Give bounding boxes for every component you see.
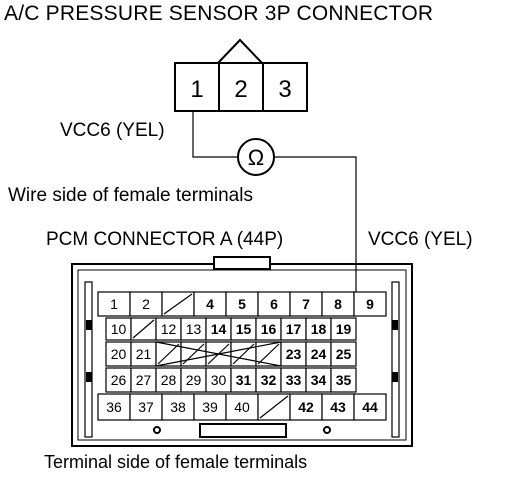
pcm-pin-26: 26: [111, 372, 127, 388]
pcm-pin-23: 23: [286, 346, 302, 362]
pcm-cell: [155, 367, 182, 393]
pcm-cell: [255, 367, 282, 393]
pcm-pin-32: 32: [261, 372, 277, 388]
empty-cavity-mark: [157, 343, 180, 365]
pcm-pin-21: 21: [136, 346, 152, 362]
empty-cavity-mark: [163, 293, 193, 315]
pcm-cell: [353, 291, 387, 317]
empty-cavity-mark: [155, 341, 282, 367]
pcm-cell: [225, 291, 259, 317]
pcm-cell: [205, 367, 232, 393]
pcm-pin-7: 7: [302, 296, 310, 312]
pcm-pin-6: 6: [270, 296, 278, 312]
pcm-pin-13: 13: [186, 321, 202, 337]
pcm-pin-34: 34: [311, 372, 327, 388]
pcm-pin-28: 28: [161, 372, 177, 388]
pcm-pin-38: 38: [170, 399, 186, 415]
pcm-pin-14: 14: [211, 321, 227, 337]
pcm-pin-31: 31: [236, 372, 252, 388]
pcm-pin-37: 37: [138, 399, 154, 415]
pcm-cell: [97, 393, 131, 421]
sensor-connector-housing: [174, 62, 308, 112]
pcm-cell: [289, 291, 323, 317]
pcm-cell: [330, 367, 357, 393]
pcm-pin-20: 20: [111, 346, 127, 362]
sensor-pin-3: 3: [278, 76, 291, 103]
pcm-pin-39: 39: [202, 399, 218, 415]
pcm-pin-36: 36: [106, 399, 122, 415]
pcm-locking-tabs: [86, 320, 398, 382]
pcm-pin-43: 43: [330, 399, 346, 415]
pcm-pin-19: 19: [336, 321, 352, 337]
sensor-connector-title: A/C PRESSURE SENSOR 3P CONNECTOR: [4, 2, 434, 25]
pcm-cell: [321, 291, 355, 317]
sensor-pin-1: 1: [190, 76, 203, 103]
pcm-pin-25: 25: [336, 346, 352, 362]
sensor-connector: [174, 38, 308, 112]
pcm-pin-42: 42: [298, 399, 314, 415]
pcm-cell: [105, 367, 132, 393]
pcm-pin-30: 30: [211, 372, 227, 388]
pcm-pin-44: 44: [362, 399, 378, 415]
pcm-pin-24: 24: [311, 346, 327, 362]
probe-wires: [192, 111, 357, 306]
pcm-pin-33: 33: [286, 372, 302, 388]
pcm-pin-8: 8: [334, 296, 342, 312]
pcm-pin-17: 17: [286, 321, 302, 337]
terminal-side-caption: Terminal side of female terminals: [44, 452, 308, 472]
pcm-pin-18: 18: [311, 321, 327, 337]
ohmmeter-icon: Ω: [237, 138, 275, 176]
pcm-pin-40: 40: [234, 399, 250, 415]
empty-cavity-mark: [259, 395, 289, 419]
pcm-connector-title: PCM CONNECTOR A (44P): [46, 229, 284, 250]
sensor-pin-2: 2: [234, 76, 247, 103]
pcm-cell: [321, 393, 355, 421]
probe-wire-right: [274, 156, 357, 306]
sensor-wire-label: VCC6 (YEL): [60, 120, 165, 141]
empty-cavity-mark: [257, 343, 280, 365]
pcm-pin-4: 4: [206, 296, 214, 312]
pcm-cell: [129, 291, 163, 317]
pcm-pin-15: 15: [236, 321, 252, 337]
empty-cavity-mark: [132, 319, 155, 339]
pcm-pin-1: 1: [110, 296, 118, 312]
pcm-cell: [180, 367, 207, 393]
wire-side-caption: Wire side of female terminals: [8, 185, 253, 206]
pcm-cell: [161, 393, 195, 421]
pcm-pin-12: 12: [161, 321, 177, 337]
pcm-pin-35: 35: [336, 372, 352, 388]
pcm-cell: [280, 367, 307, 393]
pcm-cell: [305, 367, 332, 393]
pcm-connector-shell: [71, 256, 413, 447]
pcm-pin-27: 27: [136, 372, 152, 388]
pcm-cell: [330, 317, 357, 341]
pcm-pin-10: 10: [111, 321, 127, 337]
pcm-pin-16: 16: [261, 321, 277, 337]
pcm-pin-29: 29: [186, 372, 202, 388]
pcm-cell: [353, 393, 387, 421]
pcm-cell: [330, 341, 357, 367]
pcm-pin-5: 5: [238, 296, 246, 312]
pcm-cell: [193, 393, 227, 421]
sensor-connector-key: [217, 38, 263, 64]
pcm-pin-2: 2: [142, 296, 150, 312]
pcm-cell: [130, 367, 157, 393]
pcm-wire-label: VCC6 (YEL): [368, 229, 473, 250]
probe-wire-left: [192, 111, 238, 158]
ohm-symbol: Ω: [248, 145, 264, 170]
pcm-pin-9: 9: [366, 296, 374, 312]
